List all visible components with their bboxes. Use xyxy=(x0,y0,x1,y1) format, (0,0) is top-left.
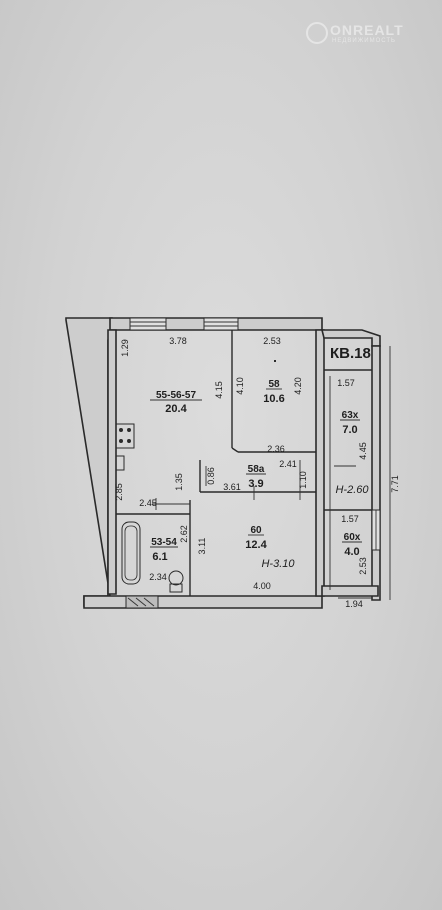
ceiling-height-label: H-2.60 xyxy=(335,484,369,496)
room-area: 3.9 xyxy=(248,478,263,490)
dimension-label: 3.61 xyxy=(223,482,241,492)
room-area: 6.1 xyxy=(152,551,167,563)
room-id: 60 xyxy=(250,525,262,536)
dimension-label: 4.00 xyxy=(253,581,271,591)
dimension-label: 1.35 xyxy=(174,473,184,491)
interior-walls xyxy=(116,330,372,596)
dimension-label: 4.20 xyxy=(293,377,303,395)
room-id: 55-56-57 xyxy=(156,390,196,401)
dimension-label: 2.85 xyxy=(114,483,124,501)
room-id: 58а xyxy=(248,464,265,475)
watermark-brand: ONREALT xyxy=(330,22,404,38)
dimension-label: 2.62 xyxy=(179,525,189,543)
dimension-label: 2.36 xyxy=(267,444,285,454)
room-area: 10.6 xyxy=(263,393,284,405)
dimension-label: 2.53 xyxy=(358,557,368,575)
dimension-label: 2.34 xyxy=(149,572,167,582)
dimension-label: 1.94 xyxy=(345,599,363,609)
watermark-logo: ONREALT НЕДВИЖИМОСТЬ xyxy=(306,22,436,46)
room-id: 60х xyxy=(344,532,361,543)
windows xyxy=(125,317,381,609)
room-area: 7.0 xyxy=(342,424,357,436)
dimension-label: 1.57 xyxy=(341,514,359,524)
outer-walls xyxy=(65,317,381,609)
room-area: 12.4 xyxy=(245,539,267,551)
dimension-label: 2.53 xyxy=(263,336,281,346)
room-id: 58 xyxy=(268,379,280,390)
room-area: 4.0 xyxy=(344,546,359,558)
watermark-circle-icon xyxy=(306,22,328,44)
room-id: 53-54 xyxy=(151,537,177,548)
dimension-label: 1.29 xyxy=(120,339,130,357)
dimension-labels: 3.78 2.53 1.29 4.15 4.10 4.20 1.57 4.45 … xyxy=(114,336,400,609)
room-labels: 55-56-57 20.4 58 10.6 63х 7.0 58а 3.9 53… xyxy=(150,379,362,563)
dimension-label: 4.10 xyxy=(235,377,245,395)
room-area: 20.4 xyxy=(165,403,187,415)
dimension-label: 2.45 xyxy=(139,498,157,508)
dimension-label: 3.11 xyxy=(197,538,207,555)
fixtures xyxy=(115,360,276,593)
dimension-label: 1.10 xyxy=(298,471,308,489)
room-id: 63х xyxy=(342,410,359,421)
dimension-label: 7.71 xyxy=(390,475,400,493)
dimension-label: 3.78 xyxy=(169,336,187,346)
dimension-label: 2.41 xyxy=(279,459,297,469)
watermark-subtitle: НЕДВИЖИМОСТЬ xyxy=(332,38,396,44)
dimension-label: 4.15 xyxy=(214,381,224,399)
dimension-label: 1.57 xyxy=(337,378,355,388)
dimension-label: 4.45 xyxy=(358,442,368,460)
dimension-label: 0.86 xyxy=(206,467,216,485)
apartment-number: КВ.18 xyxy=(330,345,371,362)
ceiling-height-label: H-3.10 xyxy=(261,558,295,570)
dimension-lines xyxy=(152,346,391,600)
